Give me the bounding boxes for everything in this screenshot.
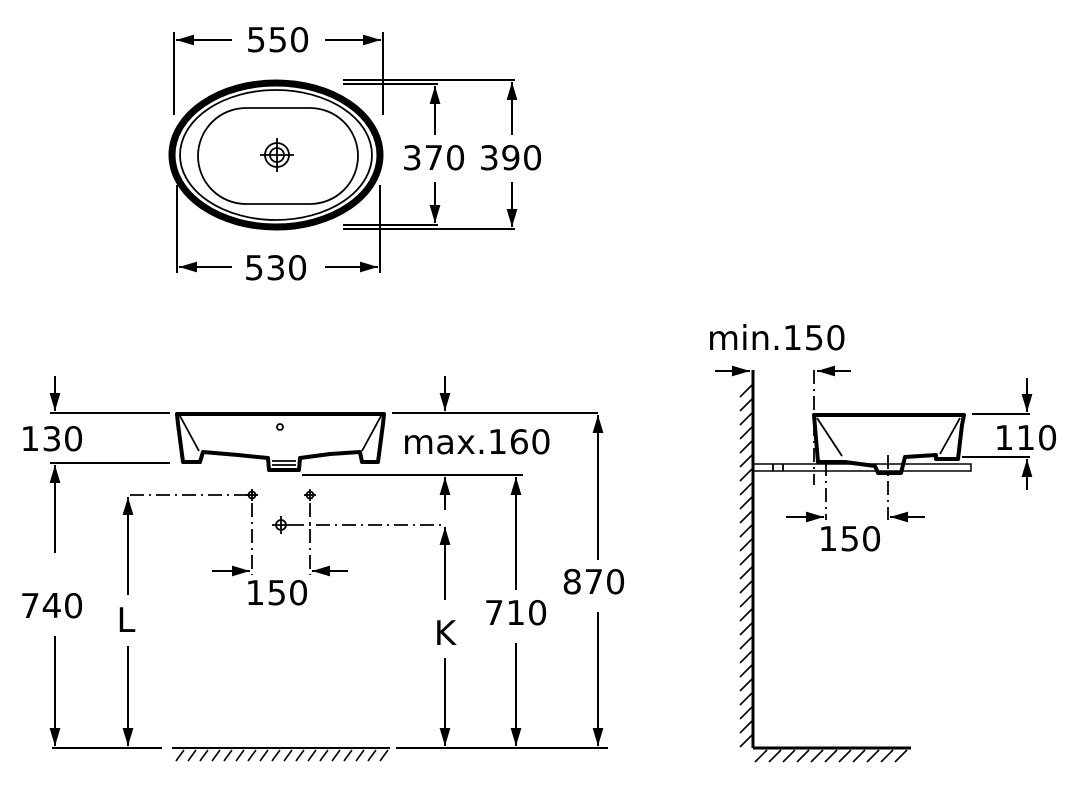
hatch-line [739, 454, 753, 468]
hatch-line [739, 510, 753, 524]
hatch-line [367, 749, 377, 762]
dim-inner-depth: 370 [402, 139, 467, 179]
hatch-line [739, 706, 753, 720]
hatch-line [739, 678, 753, 692]
hatch-line [295, 749, 305, 762]
hatch-line [739, 384, 753, 398]
wall-hatching [739, 384, 753, 748]
side-view: min.150 110 150 [707, 319, 1059, 763]
hatch-line [739, 692, 753, 706]
dim-min-wall: min.150 [707, 319, 847, 359]
hatch-line [739, 412, 753, 426]
hatch-line [739, 398, 753, 412]
hatch-line [782, 749, 796, 763]
dim-waste-height: 710 [484, 594, 549, 634]
dim-overall-height: 870 [562, 563, 627, 603]
top-view: 550 530 370 390 [168, 21, 544, 289]
drain-icon [260, 138, 294, 172]
hatch-line [739, 650, 753, 664]
dim-outer-depth: 390 [479, 139, 544, 179]
hatch-line [796, 749, 810, 763]
hatch-line [838, 749, 852, 763]
hatch-line [739, 468, 753, 482]
dim-waste-offset: 150 [818, 520, 883, 560]
dim-max-height: max.160 [402, 423, 552, 463]
hatch-line [271, 749, 281, 762]
hatch-line [739, 608, 753, 622]
dim-base-width: 530 [244, 249, 309, 289]
hatch-line [824, 749, 838, 763]
overflow-hole-icon [276, 423, 284, 431]
hatch-line [331, 749, 341, 762]
hatch-line [866, 749, 880, 763]
hatch-line [739, 440, 753, 454]
hatch-line [852, 749, 866, 763]
hatch-line [739, 426, 753, 440]
waste-outlet-icon [272, 516, 290, 534]
floor-hatching [175, 749, 389, 762]
tap-hole-right-icon [304, 489, 316, 501]
hatch-line [199, 749, 209, 762]
hatch-line [187, 749, 197, 762]
front-view: 130 max.160 150 L [20, 376, 627, 762]
hatch-line [739, 538, 753, 552]
basin-bowl [197, 107, 359, 205]
hatch-line [739, 622, 753, 636]
hatch-line [739, 636, 753, 650]
hatch-line [739, 524, 753, 538]
hatch-line [223, 749, 233, 762]
basin-outer-rim [168, 79, 384, 231]
hatch-line [283, 749, 293, 762]
hatch-line [880, 749, 894, 763]
basin-side-profile [812, 413, 966, 475]
hatch-line [307, 749, 317, 762]
hatch-line [343, 749, 353, 762]
hatch-line [211, 749, 221, 762]
hatch-line [379, 749, 389, 762]
hatch-line [768, 749, 782, 763]
dim-label-L: L [117, 601, 136, 641]
hatch-line [247, 749, 257, 762]
hatch-line [319, 749, 329, 762]
hatch-line [739, 720, 753, 734]
side-floor-hatching [754, 749, 908, 763]
hatch-line [739, 664, 753, 678]
hatch-line [739, 496, 753, 510]
basin-front-profile [175, 412, 386, 472]
dim-tap-spacing: 150 [245, 574, 310, 614]
tap-hole-left-icon [246, 489, 258, 501]
hatch-line [810, 749, 824, 763]
dim-outer-width: 550 [246, 21, 311, 61]
hatch-line [739, 552, 753, 566]
dim-side-height: 110 [994, 419, 1059, 459]
hatch-line [235, 749, 245, 762]
dim-label-K: K [434, 614, 458, 654]
hatch-line [739, 594, 753, 608]
hatch-line [259, 749, 269, 762]
hatch-line [739, 482, 753, 496]
hatch-line [739, 734, 753, 748]
hatch-line [894, 749, 908, 763]
hatch-line [739, 566, 753, 580]
hatch-line [754, 749, 768, 763]
hatch-line [355, 749, 365, 762]
hatch-line [175, 749, 185, 762]
dim-basin-height: 130 [20, 420, 85, 460]
basin-inner-rim [179, 89, 373, 221]
hatch-line [739, 580, 753, 594]
dim-counter-height: 740 [20, 587, 85, 627]
